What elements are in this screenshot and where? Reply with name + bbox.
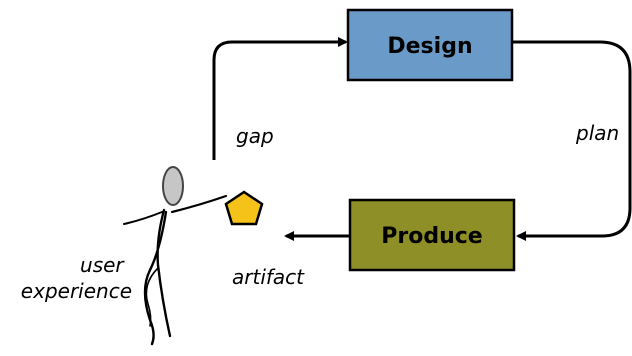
user-label-line2: experience	[21, 279, 132, 303]
user-head	[162, 166, 184, 206]
experience-bracket	[145, 267, 159, 327]
produce-node: Produce	[348, 198, 516, 272]
design-node: Design	[346, 8, 514, 82]
user-arm-back	[123, 211, 163, 225]
artifact-label: artifact	[232, 265, 305, 289]
user-label-line1: user	[80, 253, 125, 277]
user-leg-front	[156, 208, 172, 338]
user-experience-label: user experience	[21, 253, 132, 303]
design-node-label: Design	[387, 34, 472, 59]
plan-arrow	[512, 40, 632, 241]
gap-label: gap	[236, 124, 274, 148]
plan-label: plan	[575, 121, 619, 145]
user-leg-back	[143, 210, 168, 346]
user-arm	[170, 194, 228, 214]
artifact-pentagon	[224, 190, 264, 226]
gap-arrow	[212, 37, 348, 160]
produce-node-label: Produce	[381, 224, 482, 249]
user-figure	[123, 166, 228, 346]
